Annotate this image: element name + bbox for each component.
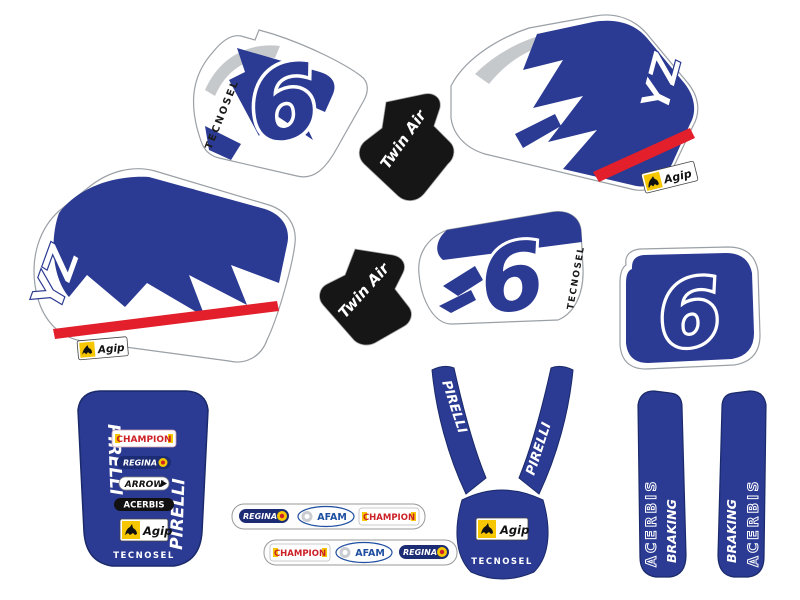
blue-graphic: [523, 20, 695, 187]
tecnosel-logo: TECNOSEL: [471, 557, 533, 567]
afam-logo: AFAM: [297, 505, 355, 528]
twinair-decal-mid: Twin Air: [319, 248, 412, 346]
svg-text:ACERBIS: ACERBIS: [124, 501, 165, 511]
agip-dog-icon: [481, 523, 493, 534]
blue-chevron: [439, 290, 476, 313]
agip-dog-icon: [648, 176, 659, 188]
svg-text:REGINA: REGINA: [123, 459, 157, 468]
red-stripe: [53, 301, 279, 339]
shroud-decal-top-left: 6 TECNOSEL: [192, 29, 368, 178]
shroud-decal-top-right: Agip YZ: [450, 14, 699, 194]
agip-wordmark: Agip: [96, 342, 125, 356]
svg-text:AFAM: AFAM: [355, 548, 385, 559]
agip-dog-icon: [82, 345, 93, 355]
champion-logo: CHAMPION: [269, 543, 331, 562]
acerbis-logo: ACERBIS: [746, 479, 762, 567]
blue-field: [626, 253, 754, 363]
black-blob: [319, 248, 412, 346]
svg-text:REGINA: REGINA: [243, 512, 277, 521]
regina-logo: REGINA: [399, 545, 449, 559]
twinair-decal-top: Twin Air: [358, 93, 455, 202]
svg-text:CHAMPION: CHAMPION: [116, 435, 171, 445]
afam-logo: AFAM: [335, 541, 393, 564]
sticker-strip-bottom: CHAMPION AFAM REGINA: [263, 539, 458, 566]
arrow-icon: [161, 480, 167, 487]
acerbis-logo: ACERBIS: [114, 498, 174, 511]
agip-dog-icon: [125, 524, 137, 535]
right-wing: [518, 365, 574, 495]
agip-logo: Agip: [76, 336, 129, 361]
blue-top-band: [437, 211, 582, 260]
svg-text:CHAMPION: CHAMPION: [363, 513, 415, 523]
rear-fender-decal: PIRELLI PIRELLI Agip TECNOSEL: [431, 365, 574, 580]
blue-graphic: [205, 126, 241, 160]
blue-chevron: [443, 266, 483, 296]
fork-guard-right: [717, 390, 767, 578]
agip-logo: Agip: [119, 518, 172, 542]
agip-wordmark: Agip: [142, 524, 172, 538]
champion-logo: CHAMPION: [358, 507, 420, 526]
fork-guard-decals: ACERBIS BRAKING BRAKING ACERBIS: [637, 390, 767, 578]
red-stripe: [593, 128, 695, 182]
side-plate-decal-mid-right: 6 TECNOSEL: [418, 211, 587, 336]
agip-wordmark: Agip: [499, 523, 529, 537]
blue-graphic: [53, 176, 289, 317]
fork-guard-left: [637, 390, 687, 578]
champion-logo: CHAMPION: [111, 429, 177, 448]
braking-logo: BRAKING: [664, 499, 679, 563]
svg-text:ARROW: ARROW: [124, 480, 164, 490]
agip-logo: Agip: [475, 517, 529, 541]
front-fender-decal: PIRELLI PIRELLI CHAMPION REGINA ARROW AC…: [77, 390, 209, 567]
tecnosel-logo: TECNOSEL: [113, 551, 175, 561]
svg-text:CHAMPION: CHAMPION: [274, 549, 326, 559]
svg-text:REGINA: REGINA: [403, 548, 437, 557]
regina-logo: REGINA: [117, 456, 171, 469]
front-plate-decal: 6: [619, 246, 761, 374]
svg-text:AFAM: AFAM: [317, 512, 347, 523]
acerbis-logo: ACERBIS: [644, 479, 660, 567]
pirelli-logo: PIRELLI: [167, 478, 189, 550]
braking-logo: BRAKING: [724, 499, 739, 563]
blue-graphic: [515, 114, 561, 148]
black-blob: [358, 93, 455, 202]
agip-logo: Agip: [641, 160, 699, 194]
sticker-strip-top: REGINA AFAM CHAMPION: [231, 503, 426, 530]
arrow-logo: ARROW: [118, 476, 170, 491]
blue-graphic: [229, 48, 335, 140]
regina-logo: REGINA: [239, 509, 289, 523]
shroud-decal-mid-left: Agip YZ: [25, 168, 296, 363]
left-wing: [431, 365, 487, 495]
